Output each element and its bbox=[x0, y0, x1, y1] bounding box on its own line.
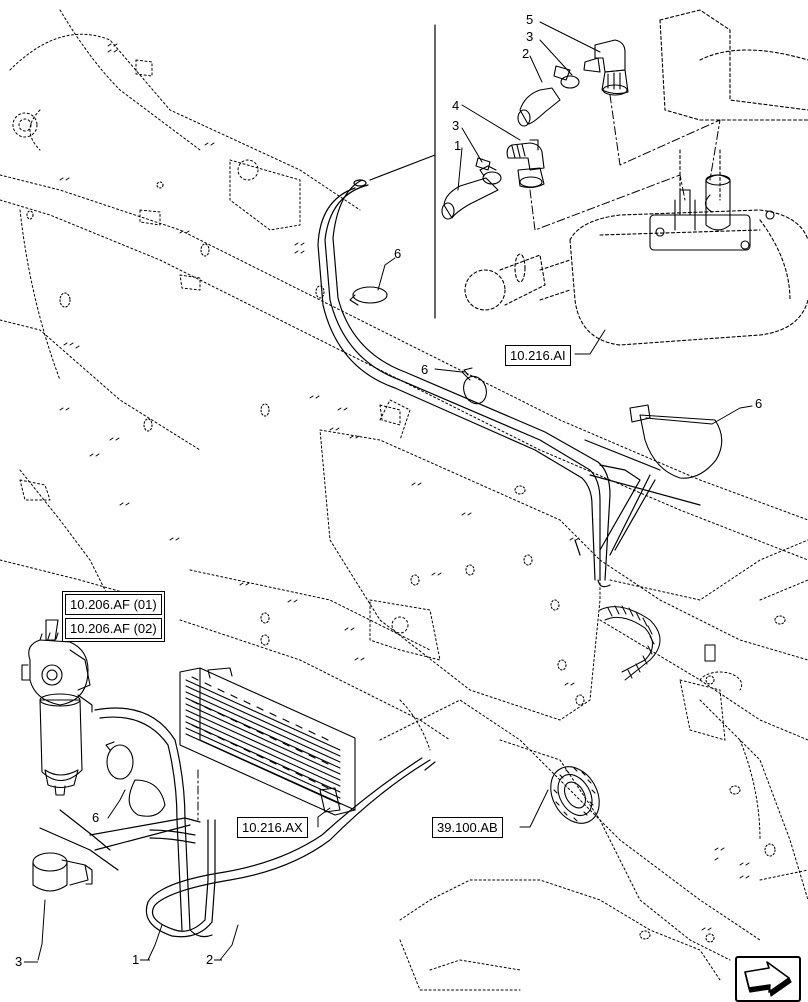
hose-cooler-line bbox=[145, 757, 436, 938]
hose-stub-2 bbox=[517, 87, 561, 127]
ref-10-216-ax[interactable]: 10.216.AX bbox=[237, 817, 308, 838]
clamp-3-lower bbox=[32, 852, 93, 892]
callout-6-c: 6 bbox=[755, 396, 762, 411]
filter-ref-group: 10.206.AF (01) 10.206.AF (02) bbox=[62, 591, 165, 642]
ref-10-216-ai[interactable]: 10.216.AI bbox=[505, 345, 571, 366]
callout-6-b: 6 bbox=[421, 362, 428, 377]
frame-bolts bbox=[59, 43, 750, 931]
ref-10-206-af-02[interactable]: 10.206.AF (02) bbox=[65, 618, 162, 639]
callout-1-top: 1 bbox=[454, 138, 461, 153]
frame-holes bbox=[26, 181, 786, 943]
callout-5: 5 bbox=[526, 12, 533, 27]
fuel-filter bbox=[21, 619, 93, 796]
callout-numbers: 5 3 2 4 3 1 6 6 6 6 3 1 2 bbox=[15, 12, 762, 969]
callout-3-mid: 3 bbox=[452, 118, 459, 133]
nav-button[interactable] bbox=[735, 956, 801, 1002]
cable-grommet bbox=[550, 766, 600, 824]
hose-stub-1 bbox=[441, 177, 499, 220]
ref-10-206-af-01[interactable]: 10.206.AF (01) bbox=[65, 594, 162, 615]
tank-fittings bbox=[649, 174, 775, 251]
callout-3-top: 3 bbox=[526, 29, 533, 44]
break-lines bbox=[39, 439, 701, 871]
hydraulic-tank bbox=[464, 9, 808, 346]
callout-2-top: 2 bbox=[522, 46, 529, 61]
detail-border bbox=[369, 24, 436, 319]
callout-3-bottom: 3 bbox=[15, 954, 22, 969]
arrow-icon bbox=[744, 961, 792, 997]
callout-4: 4 bbox=[452, 98, 459, 113]
cable-tie-6d bbox=[105, 741, 166, 817]
elbow-connector-5 bbox=[583, 39, 629, 96]
chassis-frame bbox=[0, 9, 808, 991]
leader-lines bbox=[37, 21, 753, 961]
ref-39-100-ab[interactable]: 39.100.AB bbox=[432, 817, 503, 838]
clamp-3-upper bbox=[475, 65, 580, 185]
callout-2-bottom: 2 bbox=[206, 952, 213, 967]
elbow-connector-4 bbox=[506, 139, 545, 189]
oil-cooler bbox=[179, 667, 356, 816]
callout-6-a: 6 bbox=[394, 246, 401, 261]
callout-6-d: 6 bbox=[92, 810, 99, 825]
hose-filter-line bbox=[94, 707, 213, 938]
alignment-lines bbox=[197, 94, 721, 821]
callout-1-bottom: 1 bbox=[132, 952, 139, 967]
cable-tie-6b bbox=[463, 367, 487, 405]
cable-tie-6a bbox=[349, 286, 388, 306]
cable-tie-6c bbox=[629, 404, 723, 479]
hose-main-run bbox=[317, 179, 611, 588]
harness-loom bbox=[599, 605, 716, 681]
